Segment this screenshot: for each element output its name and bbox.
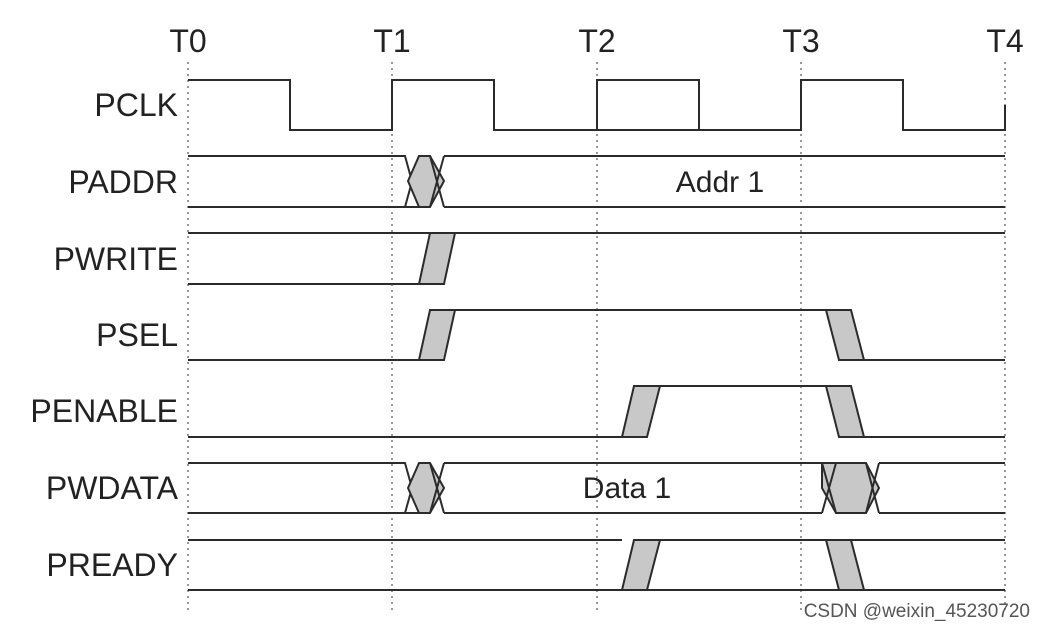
signal-label-pwrite: PWRITE [54,241,178,277]
paddr-waveform: Addr 1 [188,155,1005,208]
pready-waveform [188,539,1005,591]
psel-waveform [188,309,1005,361]
time-marker-t2: T2 [578,23,615,59]
pwdata-waveform: Data 1 [188,462,1005,514]
signal-label-pwdata: PWDATA [46,470,179,506]
psel-fall-transition [824,309,866,361]
penable-rise-transition [620,385,662,438]
time-marker-t3: T3 [782,23,819,59]
time-markers: T0 T1 T2 T3 T4 [169,23,1023,59]
pwrite-waveform [188,232,1005,285]
signal-label-pclk: PCLK [94,87,178,123]
pready-rise-transition [620,539,662,591]
psel-rise-transition [417,309,457,361]
pclk-waveform [188,79,1006,131]
paddr-value: Addr 1 [676,166,764,199]
pwrite-transition [417,232,457,285]
penable-fall-transition [824,385,866,438]
time-marker-t4: T4 [986,23,1023,59]
pwdata-transition-2 [821,462,881,514]
signal-label-paddr: PADDR [68,164,178,200]
pwdata-value: Data 1 [583,472,671,505]
penable-waveform [188,385,1005,438]
time-marker-t1: T1 [373,23,410,59]
time-marker-t0: T0 [169,23,206,59]
signal-label-pready: PREADY [46,547,178,583]
pready-fall-transition [824,539,866,591]
pwdata-transition-1 [406,462,446,514]
signal-labels: PCLK PADDR PWRITE PSEL PENABLE PWDATA PR… [30,87,178,583]
signal-label-psel: PSEL [96,317,178,353]
watermark: CSDN @weixin_45230720 [804,601,1030,622]
time-grid [187,62,1006,612]
signal-label-penable: PENABLE [30,393,178,429]
paddr-transition [406,155,446,208]
